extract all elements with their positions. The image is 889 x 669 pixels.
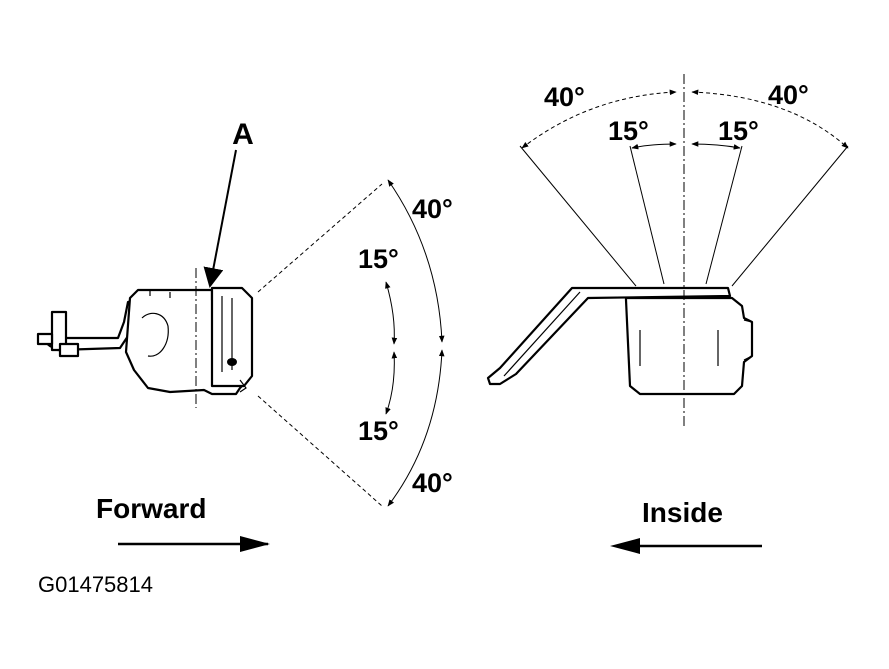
- angle-left-lower-outer: 40°: [412, 468, 453, 498]
- rear-view-angle-lines: [519, 89, 849, 287]
- figure-code: G01475814: [38, 572, 153, 597]
- angle-right-right-outer: 40°: [768, 80, 809, 110]
- rear-view-unit: [486, 74, 754, 426]
- angle-left-lower-inner: 15°: [358, 416, 399, 446]
- inside-arrow: [610, 538, 762, 554]
- angle-left-upper-outer: 40°: [412, 194, 453, 224]
- angle-right-right-inner: 15°: [718, 116, 759, 146]
- callout-a-label: A: [232, 118, 254, 151]
- inside-label: Inside: [642, 497, 723, 528]
- side-view-unit: [36, 268, 254, 408]
- forward-arrow: [118, 536, 270, 552]
- callout-a: A: [203, 118, 254, 288]
- angle-right-left-outer: 40°: [544, 82, 585, 112]
- angle-right-left-inner: 15°: [608, 116, 649, 146]
- forward-label: Forward: [96, 493, 206, 524]
- side-view-angle-lines: [257, 179, 445, 507]
- angle-left-upper-inner: 15°: [358, 244, 399, 274]
